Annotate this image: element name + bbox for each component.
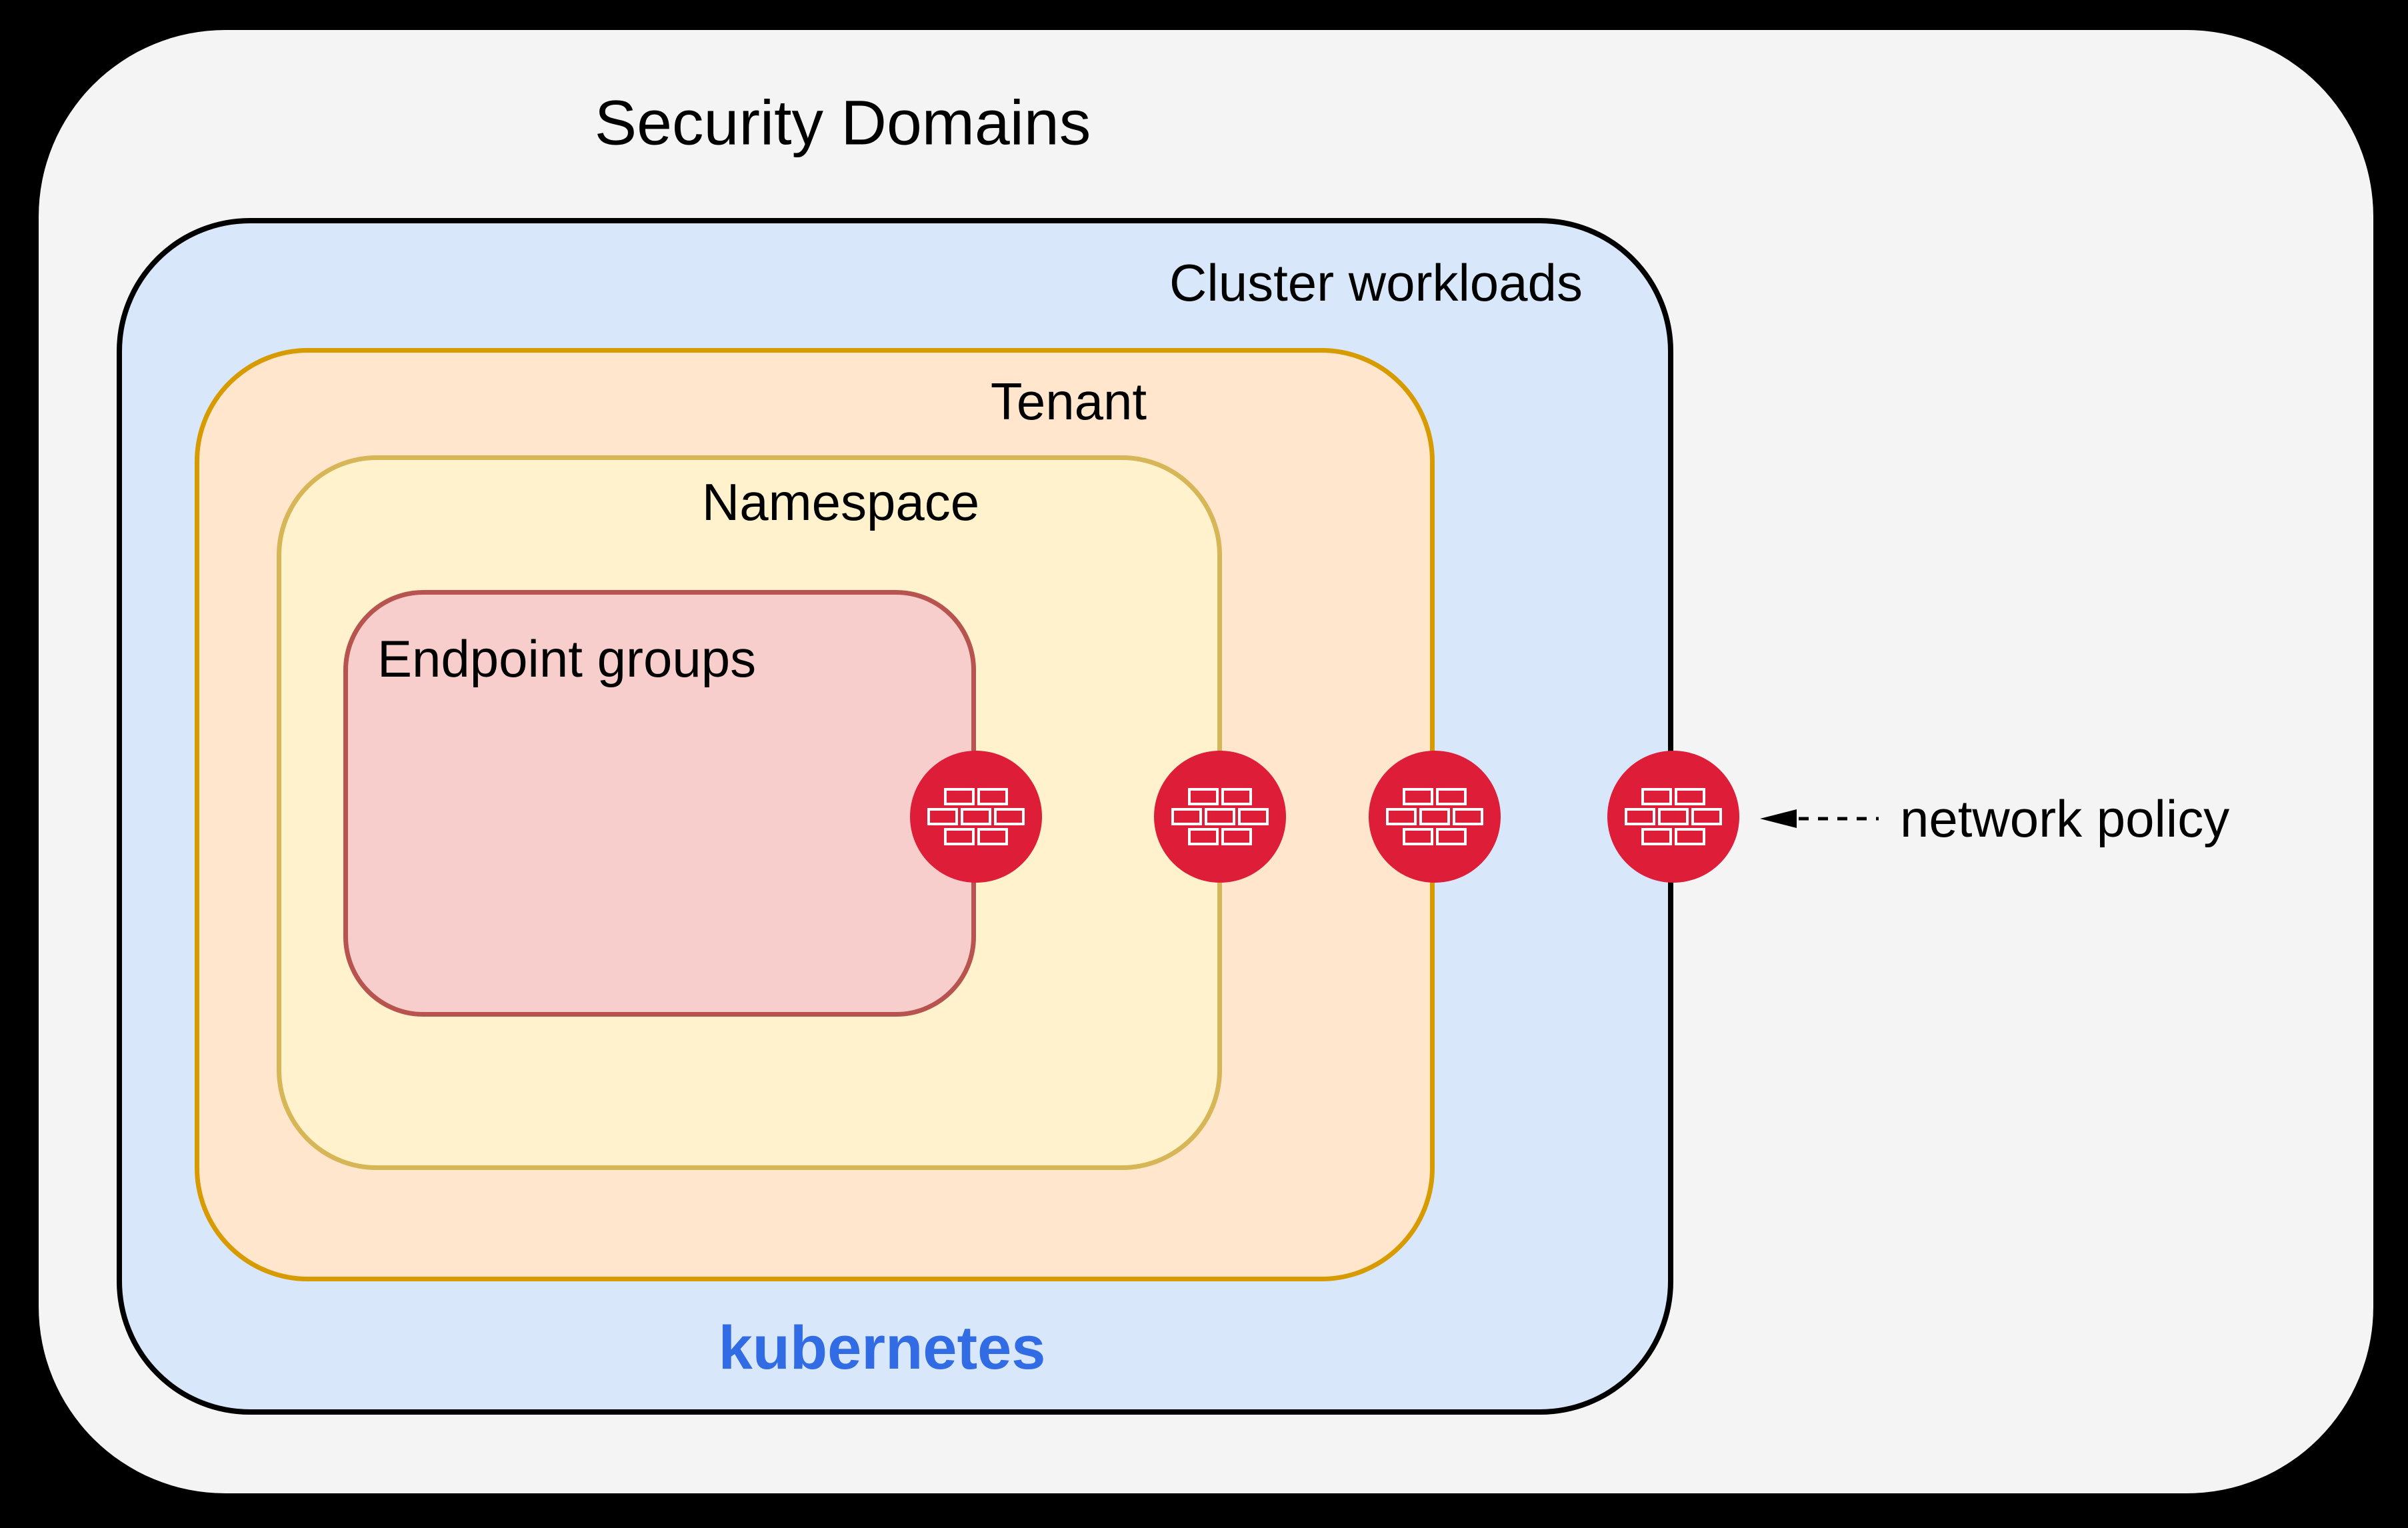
- firewall-icon: [910, 751, 1042, 883]
- kubernetes-wordmark: kubernetes: [718, 1314, 1046, 1382]
- firewall-circle: [1607, 751, 1739, 883]
- brick-wall-glyph: [927, 788, 1025, 845]
- network-policy-arrow-icon: [1760, 809, 1879, 828]
- brick-wall-glyph: [1625, 788, 1722, 845]
- network-policy-label: network policy: [1900, 789, 2230, 848]
- brick-wall-glyph: [1171, 788, 1269, 845]
- domain-label-namespace: Namespace: [701, 473, 980, 531]
- firewall-circle: [910, 751, 1042, 883]
- arrowhead: [1760, 809, 1797, 828]
- firewall-icon: [1154, 751, 1286, 883]
- domain-box-endpoint-groups: [343, 590, 976, 1017]
- firewall-icon: [1369, 751, 1501, 883]
- domain-label-tenant: Tenant: [990, 372, 1147, 431]
- brick-wall-glyph: [1386, 788, 1483, 845]
- firewall-circle: [1154, 751, 1286, 883]
- domain-label-endpoint-groups: Endpoint groups: [377, 629, 757, 688]
- diagram-title: Security Domains: [594, 87, 1091, 159]
- firewall-icon: [1607, 751, 1739, 883]
- firewall-circle: [1369, 751, 1501, 883]
- domain-label-cluster-workloads: Cluster workloads: [1169, 253, 1583, 312]
